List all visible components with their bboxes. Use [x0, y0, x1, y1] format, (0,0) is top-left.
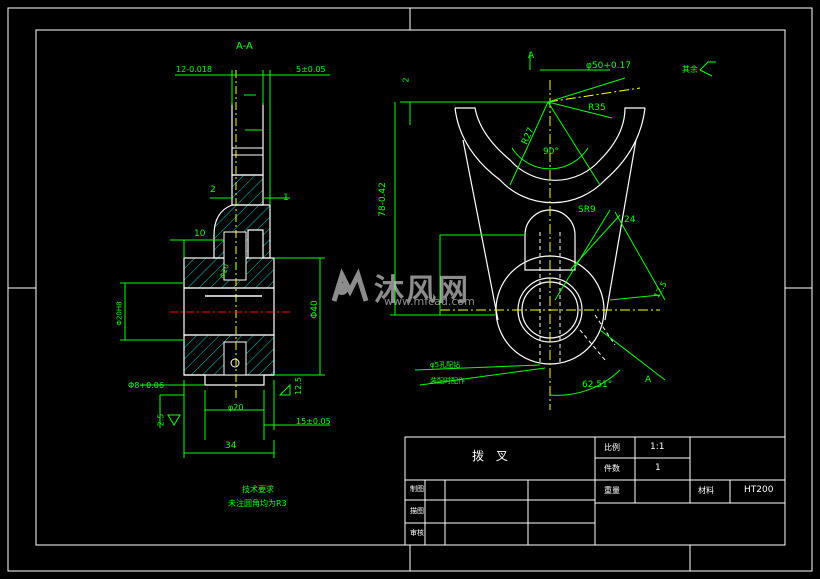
dimensions-right: [390, 52, 716, 396]
dim-1: 1: [283, 193, 289, 203]
watermark: 沐风网 www.mfcad.com: [330, 265, 500, 310]
dim-15: 15±0.05: [296, 417, 331, 426]
dim-12-5-left: 12.5: [293, 377, 303, 395]
section-mark-a-top: A: [528, 51, 535, 61]
tech-requirements-title: 技术要求: [242, 485, 274, 494]
dim-78: 78-0.42: [377, 182, 388, 217]
dim-sr9: SR9: [578, 205, 596, 215]
dim-phi20-bottom: φ20: [228, 403, 244, 412]
note-assembly: 装配时配作: [430, 377, 465, 385]
centering-marks: [8, 8, 812, 571]
dim-top-tol: 12-0.018: [176, 65, 212, 74]
watermark-logo-icon: [331, 268, 369, 302]
dim-62-51: 62.51°: [582, 380, 613, 390]
dim-top-right: 5±0.05: [296, 65, 326, 74]
centerlines-right: [440, 80, 660, 410]
title-drawn-label: 制图: [410, 485, 424, 493]
title-weight-label: 重量: [604, 486, 620, 495]
title-material-label: 材料: [698, 486, 714, 495]
title-part-name: 拨 叉: [472, 449, 512, 463]
section-label: A-A: [236, 41, 253, 52]
title-approved-label: 审核: [410, 529, 424, 537]
dimensions-left: [120, 70, 330, 458]
dim-10: 10: [194, 229, 206, 239]
watermark-brand: 沐风网: [374, 273, 470, 308]
dim-phi40: Φ40: [309, 300, 320, 319]
title-scale-label: 比例: [604, 443, 620, 452]
title-scale-value: 1:1: [650, 442, 665, 452]
dim-2-5: 2.5: [156, 413, 166, 427]
dim-phi50: φ50+0.17: [586, 61, 631, 71]
watermark-url: www.mfcad.com: [384, 295, 475, 308]
dim-24: 24: [624, 215, 636, 225]
title-checked-label: 描图: [410, 507, 424, 515]
title-qty-value: 1: [655, 463, 661, 473]
dim-r35: R35: [588, 103, 606, 113]
title-qty-label: 件数: [604, 464, 620, 473]
title-material-value: HT200: [744, 485, 774, 495]
title-block: [404, 436, 786, 546]
roughness-note: 其余: [682, 65, 698, 74]
dim-90deg: 90°: [543, 147, 559, 157]
tech-requirements-text: 未注圆角均为R3: [228, 499, 287, 508]
dim-phi20h8: Φ20H8: [115, 301, 124, 326]
note-hole: φ5孔配钻: [430, 361, 461, 369]
dim-2: 2: [210, 185, 216, 195]
section-mark-a-bottom: A: [645, 375, 652, 385]
dim-phi8: Φ8+0.06: [128, 381, 164, 390]
dim-34: 34: [225, 441, 237, 451]
section-view-left: [170, 70, 290, 400]
dim-2-right: 2: [401, 77, 411, 83]
